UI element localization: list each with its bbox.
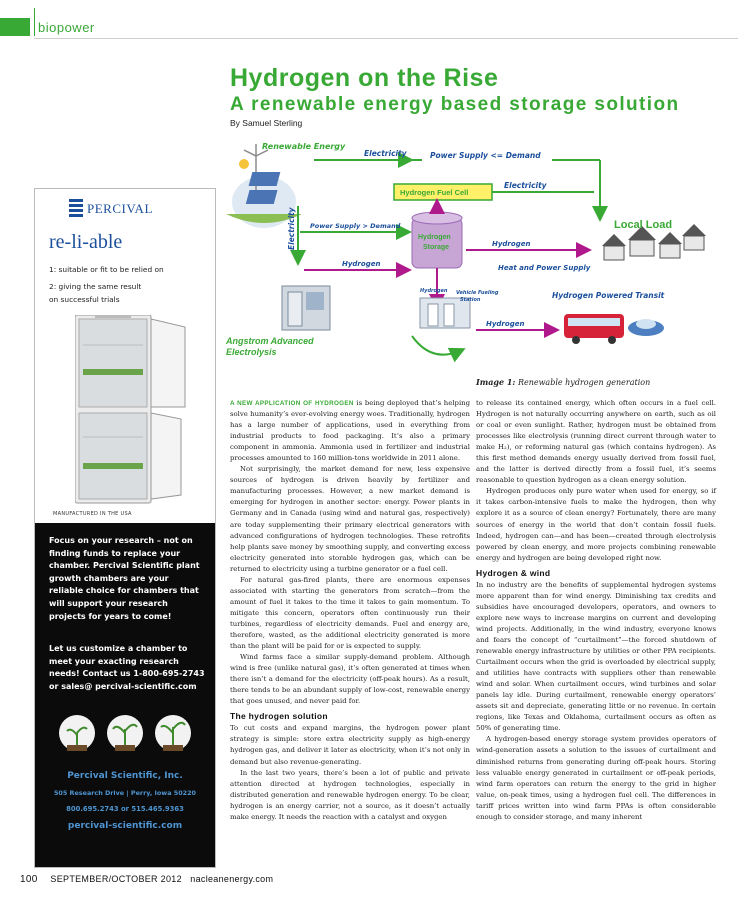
label-electricity-top: Electricity bbox=[364, 149, 408, 158]
label-fueling-1: Vehicle Fueling bbox=[456, 290, 499, 296]
ad-made-in-usa: MANUFACTURED IN THE USA bbox=[53, 511, 132, 517]
top-rule bbox=[34, 38, 738, 39]
section-label: biopower bbox=[38, 20, 95, 35]
label-heat-power: Heat and Power Supply bbox=[498, 264, 591, 272]
paragraph: Wind farms face a similar supply-demand … bbox=[230, 653, 470, 706]
label-transit: Hydrogen Powered Transit bbox=[552, 291, 665, 300]
ad-top-panel: PERCIVAL re-li-able 1: suitable or fit t… bbox=[35, 189, 215, 523]
paragraph: Hydrogen produces only pure water when u… bbox=[476, 487, 716, 562]
paragraph: A NEW APPLICATION OF HYDROGEN is being d… bbox=[230, 398, 470, 464]
percival-logo-icon bbox=[69, 199, 83, 217]
ad-website-link[interactable]: percival-scientific.com bbox=[67, 821, 183, 831]
paragraph: A hydrogen-based energy storage system p… bbox=[476, 735, 716, 821]
label-storage-1: Hydrogen bbox=[418, 234, 451, 241]
ad-definition-2: 2: giving the same result bbox=[49, 282, 142, 291]
car-icon bbox=[628, 319, 664, 336]
ad-company-name: Percival Scientific, Inc. bbox=[67, 771, 183, 781]
byline: By Samuel Sterling bbox=[230, 118, 303, 128]
article-subtitle: A renewable energy based storage solutio… bbox=[230, 94, 680, 115]
label-hydrogen-small: Hydrogen bbox=[420, 288, 448, 294]
growth-chamber-image bbox=[75, 315, 186, 504]
paragraph: To cut costs and expand margins, the hyd… bbox=[230, 724, 470, 766]
section-rule bbox=[34, 8, 35, 36]
paragraph: Not surprisingly, the market demand for … bbox=[230, 465, 470, 573]
ad-address: 505 Research Drive | Perry, Iowa 50220 bbox=[53, 789, 196, 797]
fueling-station-icon bbox=[411, 297, 471, 363]
lead-in: A NEW APPLICATION OF HYDROGEN bbox=[230, 400, 354, 407]
article-title: Hydrogen on the Rise bbox=[230, 64, 499, 92]
paragraph-text: is being deployed that’s helping solve h… bbox=[230, 399, 470, 463]
seedlings-icon bbox=[59, 715, 191, 751]
local-load-houses-icon bbox=[602, 224, 706, 261]
label-electrolysis-2: Electrolysis bbox=[226, 347, 277, 357]
caption-text: Renewable hydrogen generation bbox=[517, 378, 651, 387]
bus-icon bbox=[564, 314, 624, 344]
label-hydrogen-left: Hydrogen bbox=[342, 260, 380, 268]
ad-brand: PERCIVAL bbox=[87, 201, 153, 216]
body-column-right: to release its contained energy, which o… bbox=[476, 398, 716, 823]
percival-advertisement[interactable]: PERCIVAL re-li-able 1: suitable or fit t… bbox=[34, 188, 216, 868]
section-tab bbox=[0, 18, 30, 36]
body-column-left: A NEW APPLICATION OF HYDROGEN is being d… bbox=[230, 398, 470, 823]
label-electricity-right: Electricity bbox=[504, 181, 548, 190]
ad-pitch-2: Let us customize a chamber to meet your … bbox=[49, 644, 205, 691]
page-footer: 100 SEPTEMBER/OCTOBER 2012 nacleanenergy… bbox=[20, 874, 273, 885]
paragraph: For natural gas-fired plants, there are … bbox=[230, 575, 470, 651]
label-fuel-cell: Hydrogen Fuel Cell bbox=[400, 188, 468, 197]
ad-definition-1: 1: suitable or fit to be relied on bbox=[49, 265, 164, 274]
site-link[interactable]: nacleanenergy.com bbox=[190, 874, 274, 884]
renewable-energy-icon bbox=[226, 144, 302, 228]
hydrogen-diagram: Renewable Energy Electricity Power Suppl… bbox=[225, 142, 706, 363]
issue-date: SEPTEMBER/OCTOBER 2012 bbox=[50, 874, 182, 884]
paragraph: In the last two years, there’s been a lo… bbox=[230, 768, 470, 821]
hydrogen-storage-tank bbox=[411, 211, 463, 269]
paragraph: In no industry are the benefits of suppl… bbox=[476, 580, 716, 733]
subheading-wind: Hydrogen & wind bbox=[476, 567, 551, 578]
label-electricity-vertical: Electricity bbox=[287, 206, 296, 250]
figure-caption: Image 1: Renewable hydrogen generation bbox=[476, 377, 650, 387]
label-supply-gt-demand: Power Supply > Demand bbox=[310, 222, 401, 230]
label-hydrogen-right: Hydrogen bbox=[492, 240, 530, 248]
subheading-solution: The hydrogen solution bbox=[230, 711, 328, 722]
label-renewable-energy: Renewable Energy bbox=[262, 142, 346, 151]
ad-pitch-1: Focus on your research – not on finding … bbox=[49, 536, 200, 621]
ad-bottom-panel: Focus on your research – not on finding … bbox=[35, 523, 215, 867]
ad-headword: re-li-able bbox=[49, 231, 123, 253]
electrolysis-unit-icon bbox=[281, 285, 331, 331]
caption-label: Image 1: bbox=[476, 377, 516, 387]
label-electrolysis-1: Angstrom Advanced bbox=[225, 336, 314, 346]
label-fueling-2: Station bbox=[460, 297, 481, 303]
label-supply-eq-demand: Power Supply <= Demand bbox=[430, 151, 541, 160]
label-storage-2: Storage bbox=[423, 244, 449, 251]
label-hydrogen-bottom: Hydrogen bbox=[486, 320, 524, 328]
paragraph: to release its contained energy, which o… bbox=[476, 399, 716, 485]
ad-definition-3: on successful trials bbox=[49, 295, 120, 304]
label-local-load: Local Load bbox=[614, 219, 672, 231]
ad-phones: 800.695.2743 or 515.465.9363 bbox=[66, 805, 184, 813]
page-number: 100 bbox=[20, 874, 38, 885]
